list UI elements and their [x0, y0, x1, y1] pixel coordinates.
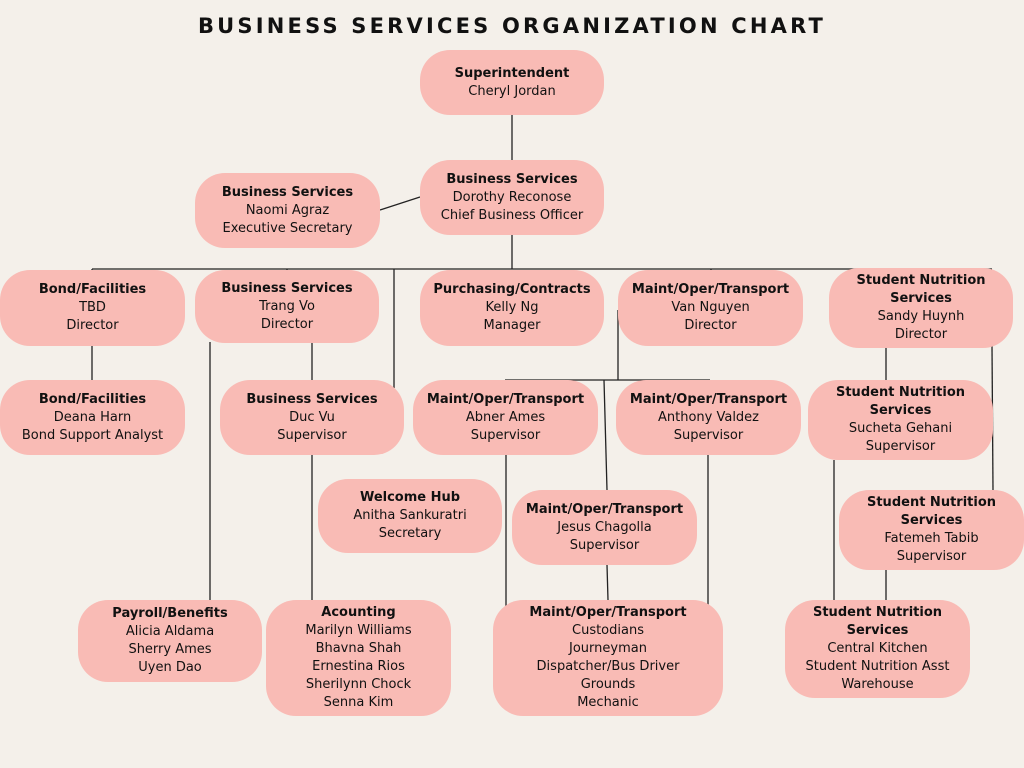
node-title: Business Services	[221, 280, 353, 296]
node-line: Uyen Dao	[138, 660, 202, 675]
node-line: Dispatcher/Bus Driver	[536, 659, 680, 674]
connector	[603, 379, 608, 491]
connector	[606, 564, 609, 601]
node-title: Maint/Oper/Transport	[529, 605, 687, 620]
node-line: Marilyn Williams	[305, 623, 412, 638]
node-line: Abner Ames	[465, 409, 546, 425]
node-line: Senna Kim	[323, 695, 394, 710]
node-line: Alicia Aldama	[125, 624, 215, 639]
node-line: Executive Secretary	[222, 220, 353, 236]
node-line: Bhavna Shah	[315, 641, 402, 656]
node-line: Director	[894, 327, 948, 342]
node-title: Maint/Oper/Transport	[525, 501, 684, 517]
node-line: Cheryl Jordan	[468, 83, 556, 99]
node-title: Student Nutrition Services	[835, 385, 966, 418]
node-line: Supervisor	[673, 427, 744, 443]
node-title: Student Nutrition Services	[866, 495, 997, 528]
node-title: Bond/Facilities	[38, 391, 147, 407]
node-line: Sherilynn Chock	[305, 677, 412, 692]
node-line: Jesus Chagolla	[557, 519, 652, 535]
node-title: Purchasing/Contracts	[433, 282, 591, 297]
chart-title: BUSINESS SERVICES ORGANIZATION CHART	[197, 14, 827, 38]
node-line: Naomi Agraz	[245, 202, 330, 218]
node-line: Dorothy Reconose	[452, 189, 572, 205]
node-line: Fatemeh Tabib	[884, 531, 979, 546]
node-line: TBD	[79, 300, 106, 315]
node-line: Bond Support Analyst	[21, 427, 164, 443]
node-line: Sherry Ames	[128, 642, 212, 657]
node-title: Business Services	[221, 184, 354, 200]
node-title: Student Nutrition Services	[812, 605, 943, 638]
node-line: Chief Business Officer	[440, 207, 584, 223]
node-title: Business Services	[246, 391, 378, 407]
connector	[379, 196, 421, 211]
node-line: Grounds	[580, 677, 636, 692]
node-line: Supervisor	[470, 427, 541, 443]
node-line: Custodians	[572, 623, 644, 638]
node-line: Warehouse	[841, 677, 914, 692]
node-line: Central Kitchen	[827, 641, 928, 656]
node-title: Superintendent	[454, 65, 570, 81]
node-line: Supervisor	[896, 549, 967, 564]
node-line: Manager	[483, 318, 541, 333]
node-line: Kelly Ng	[485, 300, 539, 315]
node-title: Business Services	[446, 171, 578, 187]
node-title: Payroll/Benefits	[112, 606, 228, 621]
node-line: Sucheta Gehani	[848, 421, 953, 436]
node-line: Trang Vo	[259, 298, 315, 314]
node-line: Student Nutrition Asst	[805, 659, 950, 674]
node-title: Maint/Oper/Transport	[631, 282, 790, 297]
node-line: Deana Harn	[53, 409, 132, 425]
node-line: Van Nguyen	[671, 300, 750, 315]
node-line: Secretary	[378, 526, 442, 541]
node-title: Maint/Oper/Transport	[426, 391, 585, 407]
node-line: Anitha Sankuratri	[353, 508, 467, 523]
node-line: Duc Vu	[289, 409, 335, 425]
node-line: Supervisor	[865, 439, 936, 454]
node-line: Ernestina Rios	[312, 659, 405, 674]
node-line: Journeyman	[569, 641, 647, 656]
node-line: Sandy Huynh	[877, 309, 965, 324]
node-line: Mechanic	[577, 695, 639, 710]
node-line: Director	[66, 318, 119, 333]
node-line: Anthony Valdez	[657, 409, 760, 425]
node-line: Director	[260, 316, 314, 332]
node-title: Maint/Oper/Transport	[629, 391, 788, 407]
node-title: Acounting	[321, 605, 396, 620]
node-title: Student Nutrition Services	[856, 273, 986, 306]
node-line: Supervisor	[277, 427, 347, 443]
node-title: Bond/Facilities	[38, 282, 147, 297]
node-line: Director	[684, 318, 737, 333]
node-line: Supervisor	[569, 537, 640, 553]
node-title: Welcome Hub	[359, 490, 461, 505]
